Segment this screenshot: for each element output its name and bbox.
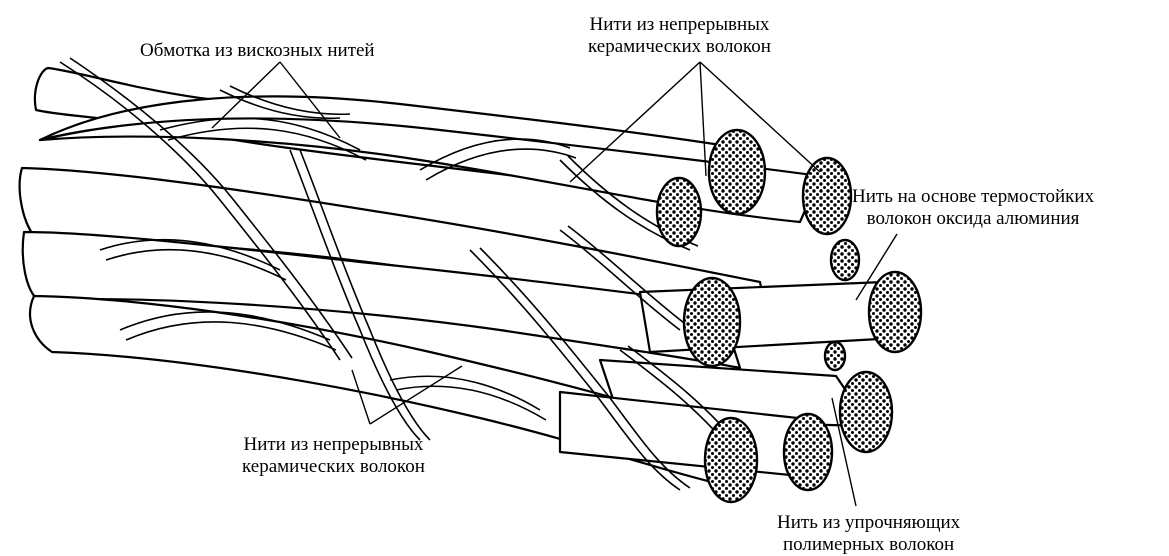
end-cap-small-2: [825, 342, 845, 370]
label-ceramic-top-line2: керамических волокон: [588, 36, 771, 58]
label-alumina-line2: волокон оксида алюминия: [852, 208, 1094, 230]
label-ceramic-top-line1: Нити из непрерывных: [588, 14, 771, 36]
end-cap-ceramic-4: [684, 278, 740, 366]
end-cap-polymer-1: [840, 372, 892, 452]
end-cap-ceramic-3: [657, 178, 701, 246]
end-cap-ceramic-2: [803, 158, 851, 234]
label-ceramic-bottom-line1: Нити из непрерывных: [242, 434, 425, 456]
end-cap-ceramic-1: [709, 130, 765, 214]
label-ceramic-bottom-line2: керамических волокон: [242, 456, 425, 478]
label-ceramic-threads-bottom: Нити из непрерывных керамических волокон: [242, 434, 425, 478]
end-cap-lower-left: [705, 418, 757, 502]
label-polymer-thread: Нить из упрочняющих полимерных волокон: [777, 512, 960, 556]
label-ceramic-threads-top: Нити из непрерывных керамических волокон: [588, 14, 771, 58]
label-viscose-wrap-text: Обмотка из вискозных нитей: [140, 40, 375, 62]
end-cap-polymer-2: [784, 414, 832, 490]
label-alumina-line1: Нить на основе термостойких: [852, 186, 1094, 208]
end-cap-alumina: [869, 272, 921, 352]
strand-alumina: [640, 282, 896, 352]
label-viscose-wrap: Обмотка из вискозных нитей: [140, 40, 375, 62]
end-cap-small: [831, 240, 859, 280]
label-alumina-thread: Нить на основе термостойких волокон окси…: [852, 186, 1094, 230]
label-polymer-line1: Нить из упрочняющих: [777, 512, 960, 534]
